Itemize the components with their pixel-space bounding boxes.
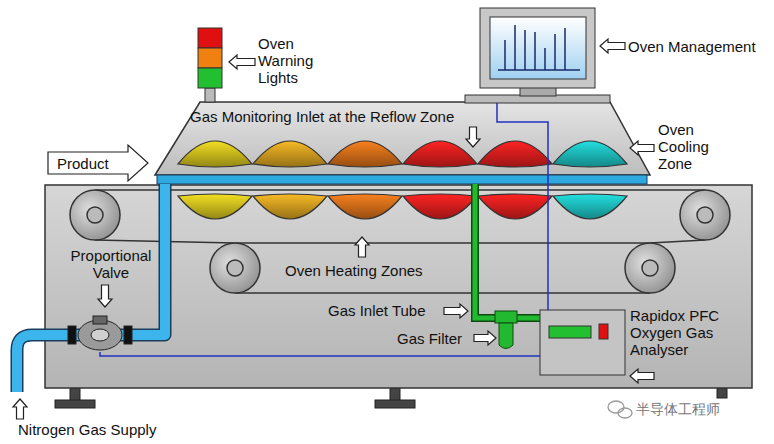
callout-arrow [444,304,468,318]
nitrogen-pipe [17,184,165,392]
oven-management-monitor [465,8,610,103]
oven-body [45,185,752,388]
bottom-heater [328,194,402,219]
top-heater [478,141,552,167]
callout-label: Oven Management [628,38,756,55]
callout-arrow [355,237,369,257]
callout-arrow [229,55,255,69]
bottom-heater [478,194,552,219]
top-heater [553,141,627,167]
proportional-valve [68,316,132,350]
callout-arrow [630,141,654,155]
callout-arrow [630,369,654,383]
callout-label: Oven Warning Lights [258,35,324,86]
conveyor-belt [95,190,705,293]
product-arrow [48,145,148,181]
top-heater [178,141,252,167]
top-heater [328,141,402,167]
callout-label: Gas Monitoring Inlet at the Reflow Zone [190,108,454,125]
callout-arrow [474,331,496,345]
warning-lights [198,28,222,102]
product-label: Product [57,155,109,172]
bottom-heater [403,194,477,219]
oven-hood [155,102,650,175]
bottom-heater [253,194,327,219]
callout-arrow [13,399,27,419]
monitor-graph [498,25,580,70]
oven-feet [55,388,727,408]
product-conveyor [157,175,647,184]
oxygen-gas-analyser [540,310,625,375]
bottom-heater [178,194,252,219]
watermark-logo [608,401,632,418]
top-heater [403,141,477,167]
callout-label: Oven Cooling Zone [658,121,720,172]
top-heater [253,141,327,167]
gas-filter [495,311,517,349]
callout-label: Oven Heating Zones [285,262,423,279]
callout-arrow [466,127,480,147]
callout-arrows [13,39,654,419]
callout-label: Proportional Valve [55,247,167,281]
callout-label: Gas Inlet Tube [328,302,426,319]
callout-label: Nitrogen Gas Supply [18,421,156,438]
callout-arrow [600,39,625,53]
watermark: 半导体工程师 [636,401,720,418]
callout-label: Gas Filter [397,330,462,347]
callout-arrow [98,285,112,307]
callout-label: Rapidox PFC Oxygen Gas Analyser [630,307,742,358]
gas-inlet-tube [475,184,540,318]
bottom-heater [553,194,627,219]
